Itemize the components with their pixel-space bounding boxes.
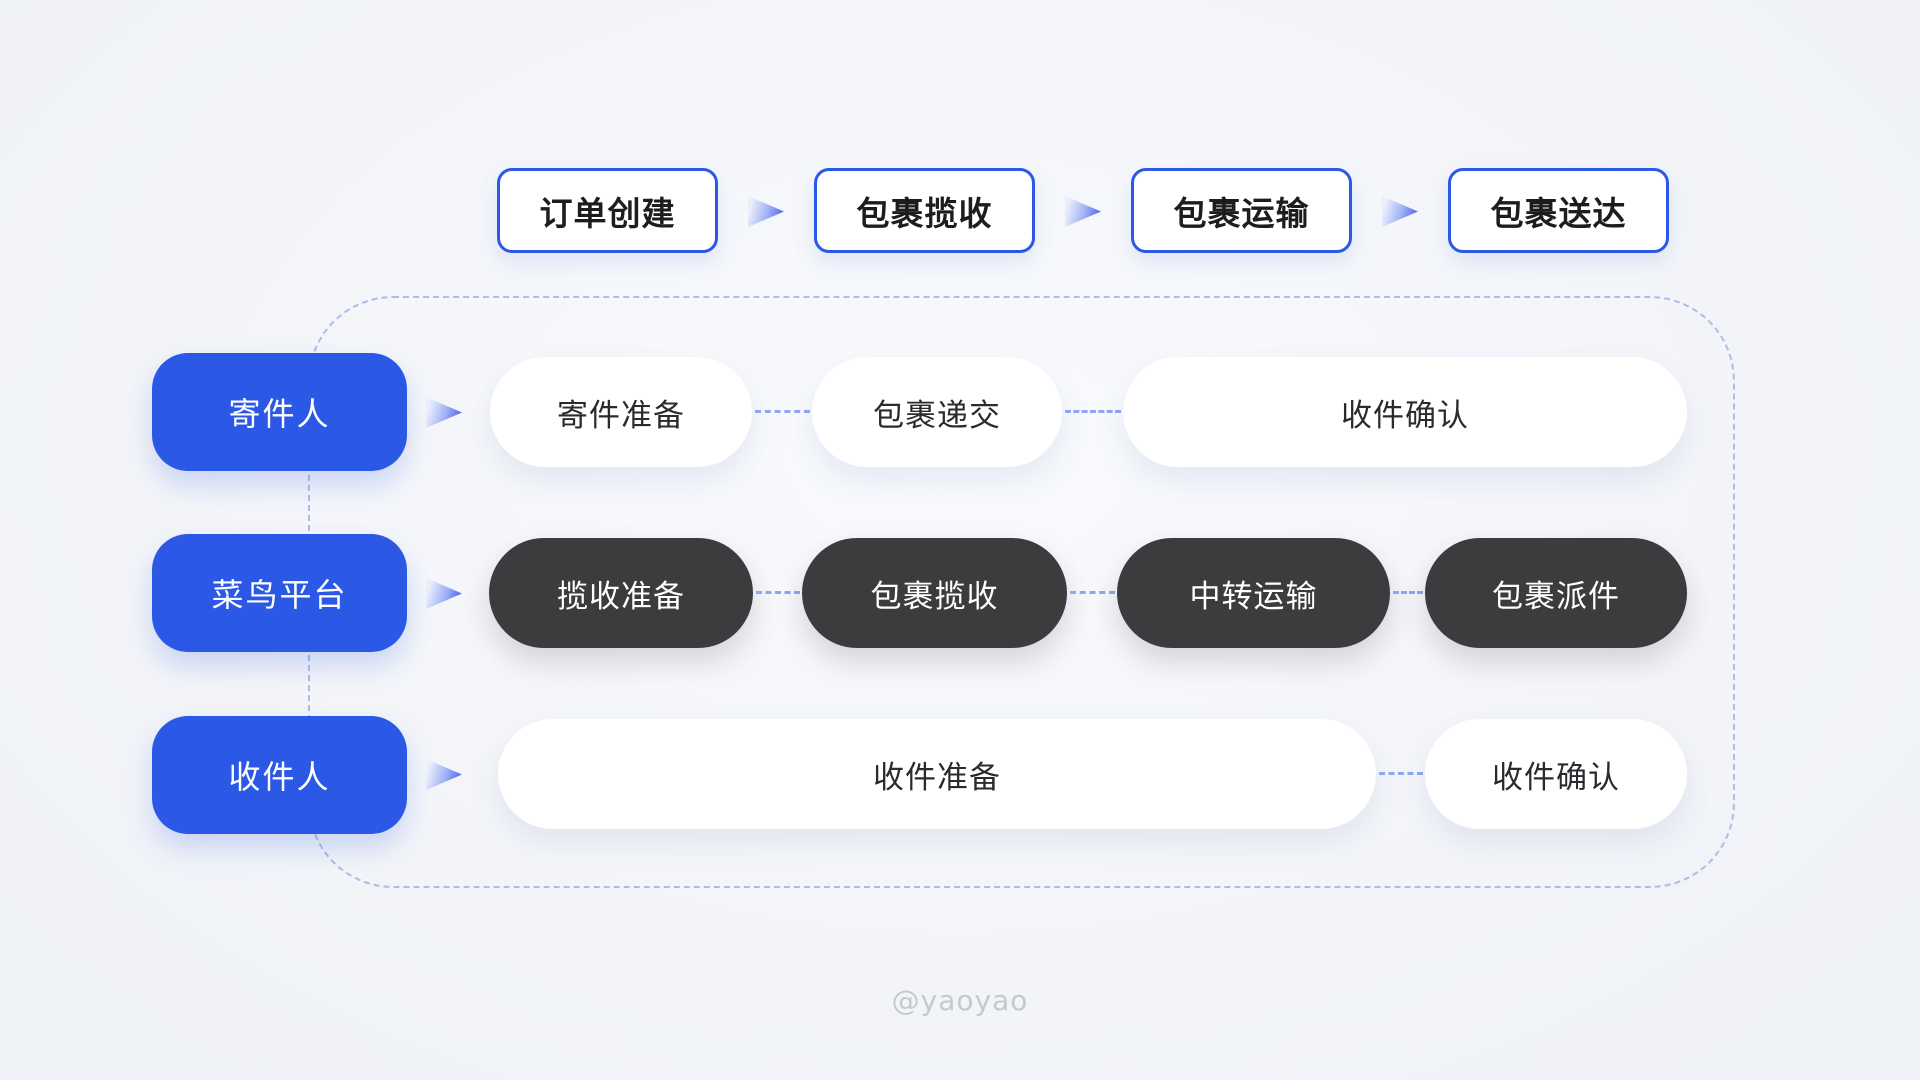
step-node: 收件准备 — [498, 719, 1376, 829]
step-node: 收件确认 — [1123, 357, 1687, 467]
phase-node-package-delivered: 包裹送达 — [1448, 168, 1669, 253]
step-node: 包裹揽收 — [802, 538, 1067, 648]
dashed-connector — [1065, 410, 1121, 413]
lane-actor-recipient: 收件人 — [152, 716, 407, 834]
step-node: 揽收准备 — [489, 538, 753, 648]
step-node: 收件确认 — [1425, 719, 1687, 829]
right-arrow-icon — [1065, 196, 1101, 227]
dashed-connector — [1070, 591, 1115, 594]
right-arrow-icon — [1382, 196, 1418, 227]
watermark: @yaoyao — [891, 984, 1029, 1017]
step-node: 包裹递交 — [812, 357, 1062, 467]
right-arrow-icon — [748, 196, 784, 227]
dashed-connector — [1379, 772, 1423, 775]
dashed-connector — [1393, 591, 1423, 594]
dashed-connector — [756, 591, 800, 594]
lane-actor-sender: 寄件人 — [152, 353, 407, 471]
step-node: 中转运输 — [1117, 538, 1390, 648]
dashed-connector — [755, 410, 810, 413]
phase-node-order-create: 订单创建 — [497, 168, 718, 253]
lane-actor-platform: 菜鸟平台 — [152, 534, 407, 652]
step-node: 寄件准备 — [490, 357, 752, 467]
phase-node-package-transport: 包裹运输 — [1131, 168, 1352, 253]
phase-node-package-pickup: 包裹揽收 — [814, 168, 1035, 253]
step-node: 包裹派件 — [1425, 538, 1687, 648]
